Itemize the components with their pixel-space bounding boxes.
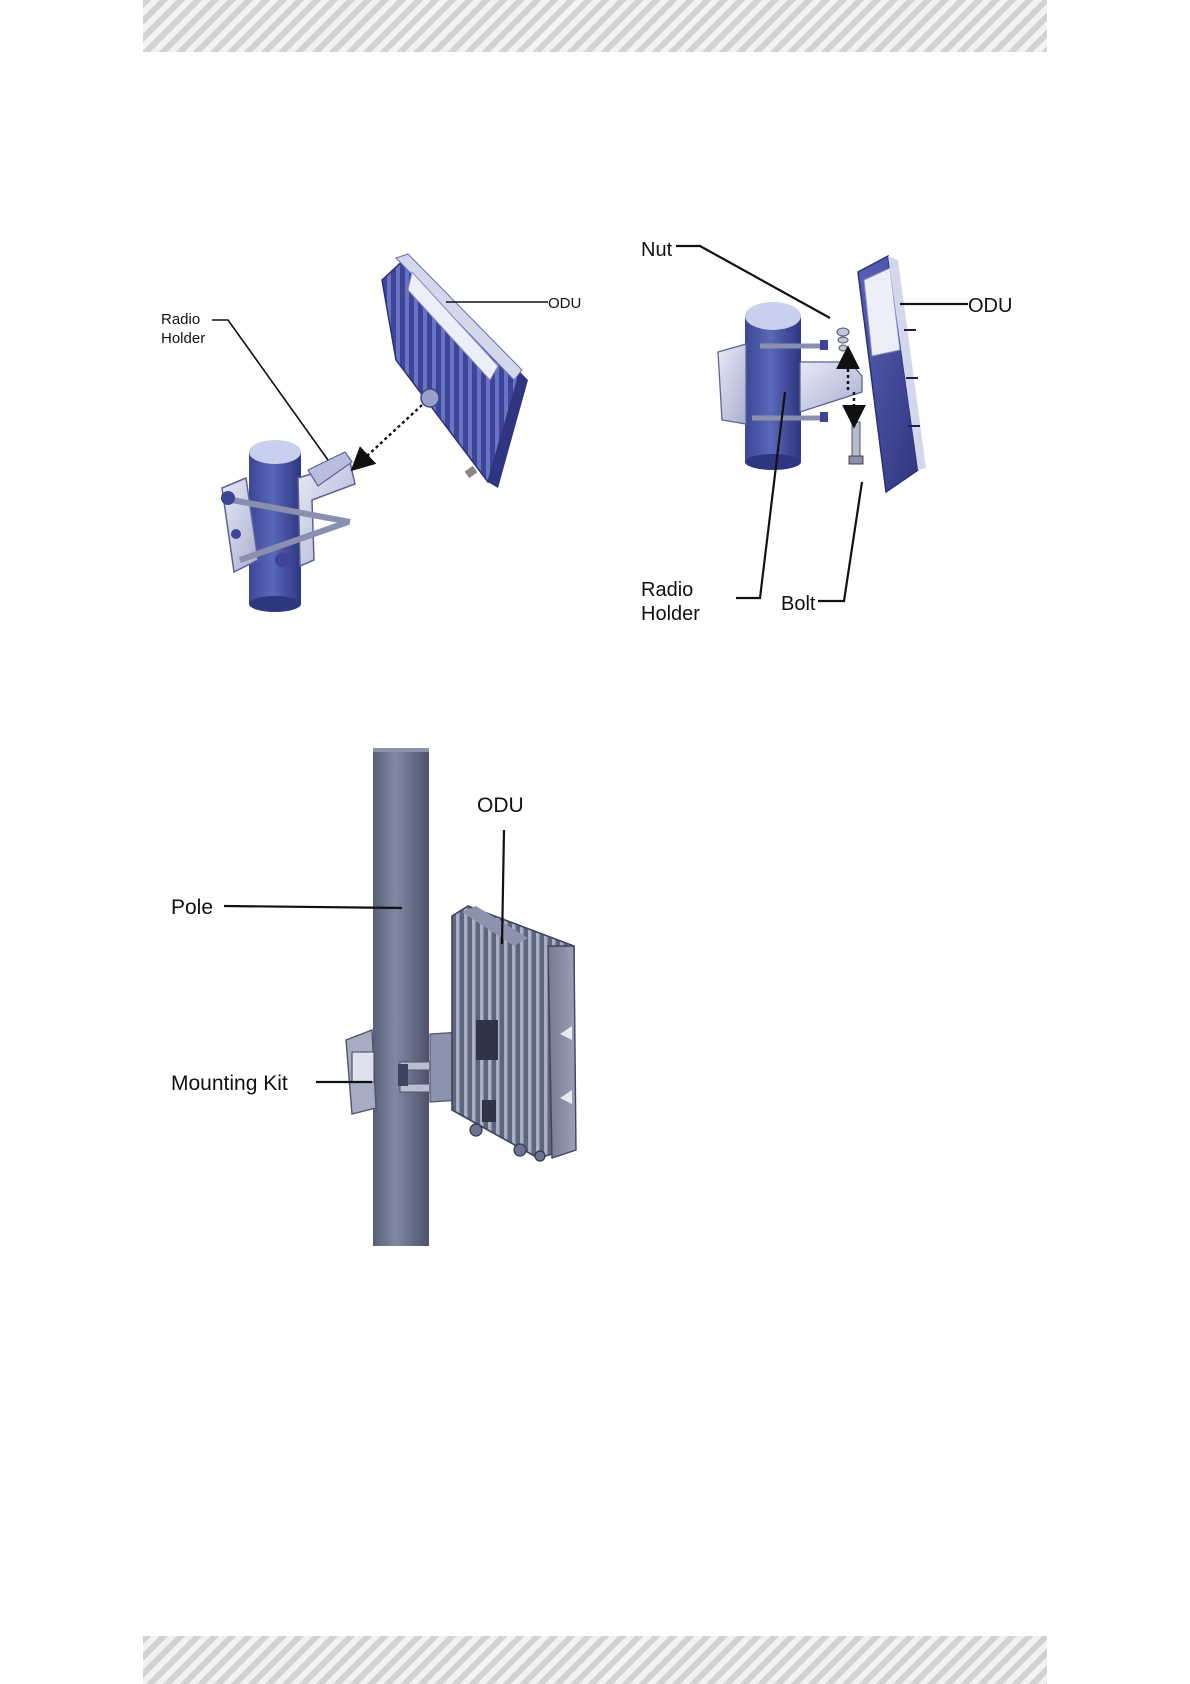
attach-direction-arrow (354, 405, 422, 468)
figure-1-odu-attach: Radio Holder ODU (161, 254, 581, 612)
radio-holder-label-line2: Holder (161, 330, 205, 347)
bolt-label: Bolt (781, 593, 816, 615)
nut-hardware (837, 328, 849, 351)
bolt-hardware (849, 422, 863, 464)
radio-holder-label-line2: Holder (641, 603, 700, 625)
pole-label: Pole (171, 896, 213, 919)
odu-unit (452, 906, 576, 1161)
nut-label: Nut (641, 239, 673, 261)
radio-holder-label-line1: Radio (161, 311, 200, 328)
pole-stub (745, 302, 801, 470)
footer-band (143, 1636, 1047, 1684)
pole (373, 748, 429, 1246)
bolt-leader (818, 482, 862, 601)
mounting-kit-label: Mounting Kit (171, 1072, 288, 1095)
odu-unit (858, 256, 926, 492)
radio-holder-label-line1: Radio (641, 579, 693, 601)
figure-2-bolt-fasten: Nut ODU Radio Holder Bolt (641, 239, 1012, 625)
odu-label: ODU (477, 794, 524, 817)
figure-3-installed-odu: ODU Pole Mounting Kit (171, 748, 576, 1246)
radio-holder-leader (212, 320, 328, 460)
odu-label: ODU (548, 295, 581, 312)
odu-label: ODU (968, 295, 1012, 317)
odu-unit (382, 254, 528, 488)
pole-stub (249, 440, 301, 612)
